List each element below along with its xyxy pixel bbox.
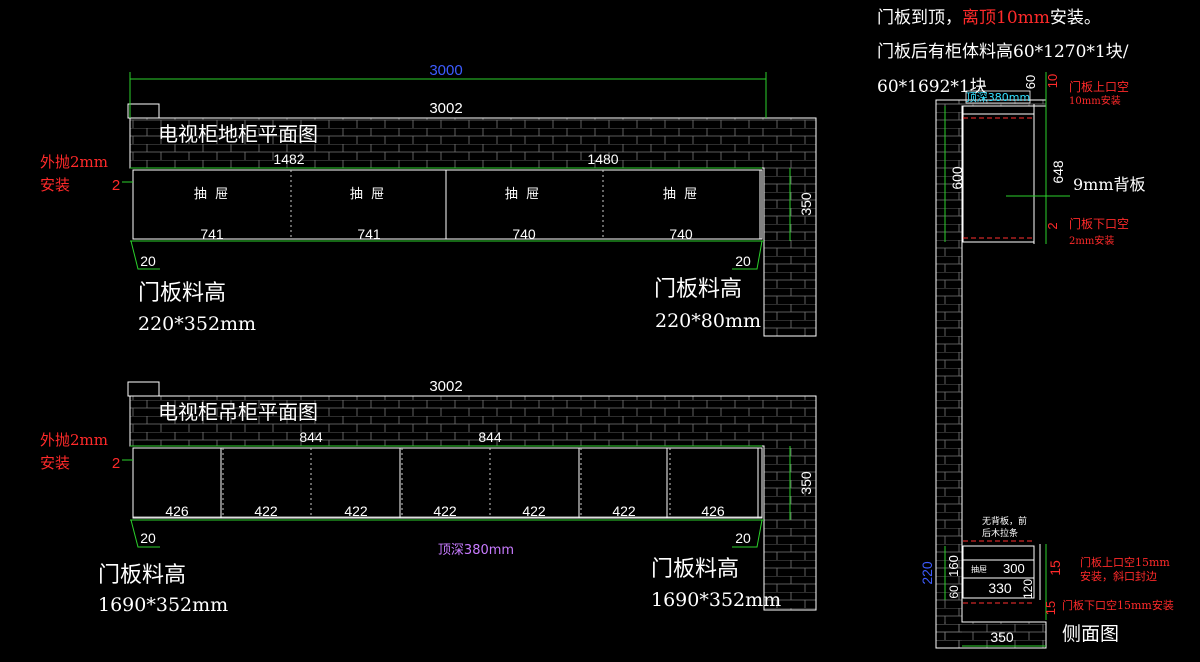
side-note-c: 安装。 <box>1050 8 1101 28</box>
floor-end-leader-right <box>732 240 763 270</box>
wall-end-leader-left <box>130 519 160 548</box>
side-dim-15b: 15 <box>1043 601 1058 615</box>
side-wall-bottom-hatch <box>936 622 1046 648</box>
side-no-back-note-2: 后木拉条 <box>982 527 1018 539</box>
side-no-back-note-1: 无背板，前 <box>982 515 1027 527</box>
floor-end-leader-left <box>130 240 160 270</box>
floor-wall-hatch <box>130 118 764 168</box>
wall-note-line1: 外抛2mm <box>40 431 108 449</box>
side-lower-bottom-note: 门板下口空15mm安装 <box>1062 598 1174 612</box>
side-back-panel: 9mm背板 <box>1073 175 1146 194</box>
side-bottom-gap-note-2: 2mm安装 <box>1069 234 1114 247</box>
floor-drawer-label-2: 抽 屉 <box>350 187 384 202</box>
side-note-line3: 60*1692*1块 <box>877 77 987 97</box>
side-note-line2: 门板后有柜体料高60*1270*1块/ <box>877 42 1129 62</box>
wall-door-dim-7: 426 <box>701 503 725 519</box>
floor-door-right-size: 220*80mm <box>655 310 761 332</box>
side-top-gap-note-1: 门板上口空 <box>1069 79 1129 94</box>
floor-end-dim-left: 20 <box>140 253 156 269</box>
floor-door-dim-3: 740 <box>512 226 536 242</box>
wall-door-left-size: 1690*352mm <box>98 594 228 616</box>
floor-door-dim-4: 740 <box>669 226 693 242</box>
side-top-gap-note-2: 10mm安装 <box>1069 94 1121 107</box>
wall-cabinet-body <box>132 447 763 519</box>
floor-cabinet-plan: 3000 3002 电视柜地柜平面图 1482 1480 抽 屉 抽 屉 抽 屉… <box>40 62 817 337</box>
wall-end-dim-right: 20 <box>735 530 751 546</box>
side-top-depth: 顶深380mm <box>966 91 1030 104</box>
wall-note-line2: 安装 <box>40 454 70 472</box>
wall-door-dim-1: 426 <box>165 503 189 519</box>
wall-door-right-title: 门板料高 <box>651 557 739 582</box>
wall-side-gap: 2 <box>112 455 120 472</box>
wall-section-dim-2: 844 <box>478 429 502 445</box>
side-lower-top-note-1: 门板上口空15mm <box>1080 555 1170 569</box>
wall-door-right-size: 1690*352mm <box>651 589 781 611</box>
side-top-depth-box <box>965 90 1031 104</box>
floor-overall-dim: 3000 <box>429 62 462 79</box>
wall-title: 电视柜吊柜平面图 <box>158 400 318 424</box>
wall-door-left-title: 门板料高 <box>98 563 186 588</box>
floor-depth-dim: 350 <box>798 192 814 216</box>
wall-section-dim-1: 844 <box>299 429 323 445</box>
side-dim-350: 350 <box>990 629 1014 645</box>
wall-door-dim-4: 422 <box>433 503 457 519</box>
side-bottom-gap-note-1: 门板下口空 <box>1069 216 1129 231</box>
wall-column <box>127 381 160 397</box>
floor-door-dim-2: 741 <box>357 226 381 242</box>
side-dim-330: 330 <box>988 580 1012 596</box>
wall-door-dim-6: 422 <box>612 503 636 519</box>
floor-section-dim-2: 1480 <box>587 151 618 167</box>
side-note-b: 离顶10mm <box>962 8 1050 28</box>
wall-door-dim-2: 422 <box>254 503 278 519</box>
side-upper-cabinet <box>962 105 1035 243</box>
floor-drawer-label-1: 抽 屉 <box>194 187 228 202</box>
floor-note-line1: 外抛2mm <box>40 153 108 171</box>
wall-wall-hatch <box>130 396 764 446</box>
side-dim-220: 220 <box>919 561 935 585</box>
side-view: 门板到顶，离顶10mm安装。 门板后有柜体料高60*1270*1块/ 60*16… <box>877 8 1174 649</box>
wall-cabinet-plan: 3002 电视柜吊柜平面图 844 844 426 422 422 422 42… <box>40 378 817 616</box>
floor-side-gap: 2 <box>112 177 120 194</box>
side-dim-60: 60 <box>947 585 961 599</box>
side-drawer-small: 抽屉 <box>971 564 987 574</box>
floor-door-right-title: 门板料高 <box>654 277 742 302</box>
side-dim-648: 648 <box>1050 160 1066 184</box>
side-dim-120: 120 <box>1021 579 1035 599</box>
side-dim-160: 160 <box>946 555 961 577</box>
floor-door-dim-1: 741 <box>200 226 224 242</box>
wall-end-leader-right <box>732 519 763 548</box>
floor-end-dim-right: 20 <box>735 253 751 269</box>
side-dim-600: 600 <box>949 166 965 190</box>
floor-column <box>127 103 160 119</box>
wall-top-depth: 顶深380mm <box>438 543 514 558</box>
side-lower-drawer <box>962 559 1035 579</box>
wall-door-dim-3: 422 <box>344 503 368 519</box>
wall-end-dim-left: 20 <box>140 530 156 546</box>
floor-length-dim: 3002 <box>429 100 462 117</box>
floor-cabinet-body <box>132 169 763 240</box>
side-lower-top-note-2: 安装，斜口封边 <box>1080 569 1157 583</box>
floor-drawer-label-4: 抽 屉 <box>663 187 697 202</box>
side-dim-15a: 15 <box>1047 560 1063 576</box>
side-dim-top-10: 10 <box>1045 74 1060 88</box>
side-title: 侧面图 <box>1062 623 1119 645</box>
floor-section-dim-1: 1482 <box>273 151 304 167</box>
floor-door-left-size: 220*352mm <box>138 313 256 335</box>
floor-door-left-title: 门板料高 <box>138 281 226 306</box>
side-dim-top-60: 60 <box>1023 75 1038 89</box>
floor-title: 电视柜地柜平面图 <box>158 122 318 146</box>
side-wall-hatch <box>936 100 962 648</box>
side-note-line1: 门板到顶，离顶10mm安装。 <box>877 8 1101 28</box>
side-dim-2: 2 <box>1045 222 1060 229</box>
wall-door-dim-5: 422 <box>522 503 546 519</box>
floor-drawer-label-3: 抽 屉 <box>505 187 539 202</box>
side-dim-300: 300 <box>1003 561 1025 576</box>
wall-length-dim: 3002 <box>429 378 462 395</box>
wall-depth-dim: 350 <box>798 471 814 495</box>
floor-note-line2: 安装 <box>40 176 70 194</box>
side-note-a: 门板到顶， <box>877 8 962 28</box>
